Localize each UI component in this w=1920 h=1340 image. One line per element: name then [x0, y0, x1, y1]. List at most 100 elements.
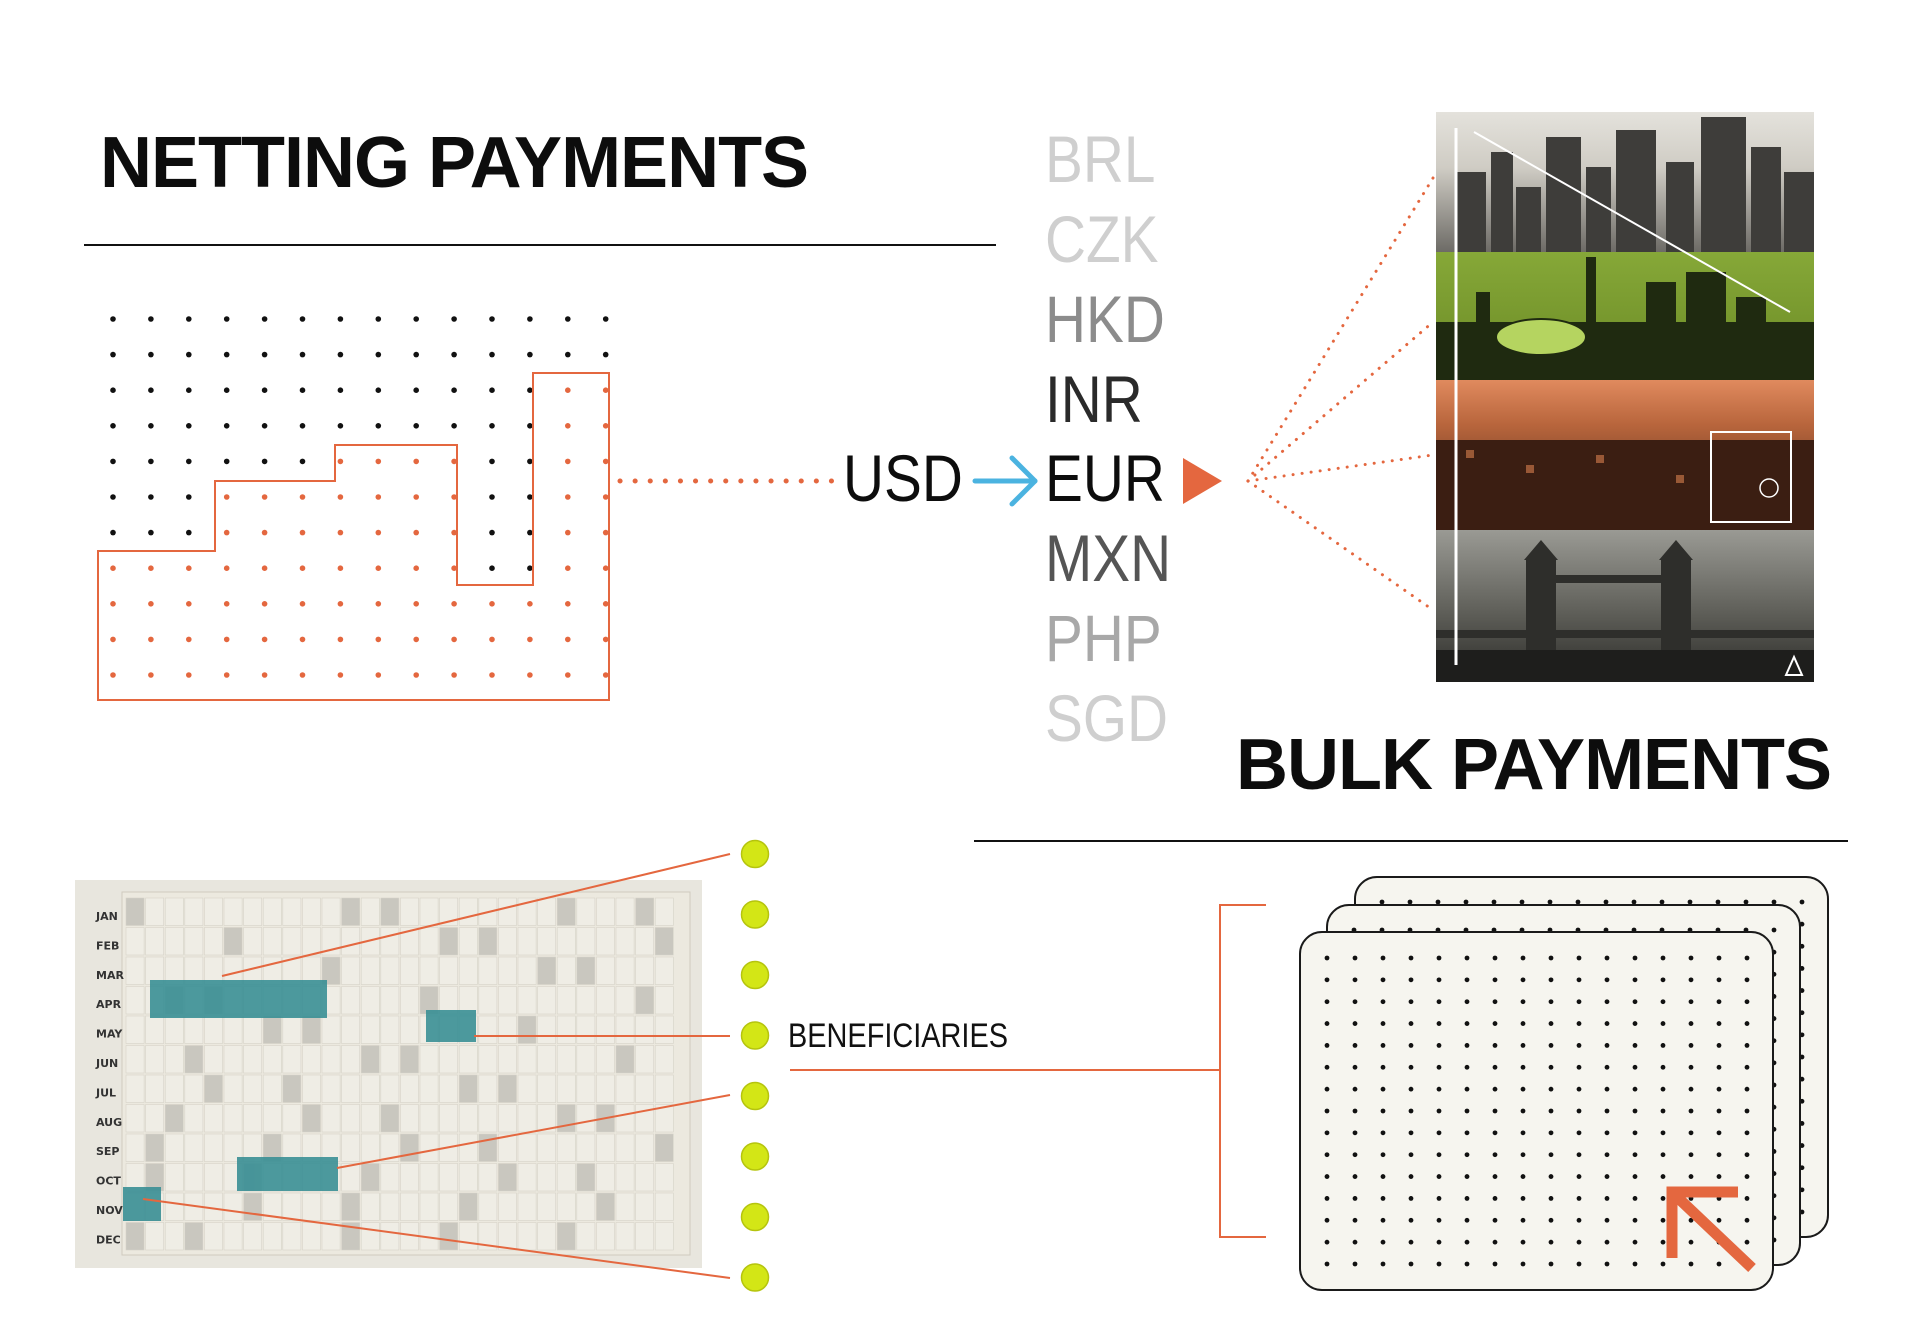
- calendar-cell: [537, 1163, 556, 1192]
- netting-dot: [299, 387, 306, 394]
- calendar-cell: [635, 1192, 654, 1221]
- calendar-cell: [458, 927, 478, 956]
- calendar-cell: [576, 1163, 596, 1192]
- netting-dot: [451, 423, 457, 429]
- calendar-highlight-may: [426, 1010, 476, 1042]
- card-dot: [1436, 1239, 1442, 1245]
- card-dot: [1436, 1217, 1442, 1223]
- calendar-cell: [262, 927, 282, 956]
- calendar-cell: [145, 1163, 165, 1192]
- calendar-cell: [615, 1104, 635, 1133]
- calendar-cell: [654, 986, 674, 1015]
- netting-dot: [299, 529, 306, 536]
- calendar-cell: [164, 1222, 184, 1251]
- netting-dot: [527, 529, 533, 536]
- calendar-cell: [517, 1015, 537, 1044]
- calendar-cell: [576, 986, 596, 1015]
- netting-dot: [527, 565, 533, 571]
- calendar-cell: [537, 1104, 556, 1133]
- calendar-cell: [164, 927, 184, 956]
- calendar-cell: [576, 1222, 596, 1251]
- card-dot: [1576, 1064, 1582, 1070]
- netting-dot: [337, 351, 344, 358]
- netting-dot: [451, 458, 457, 465]
- calendar-highlight-oct: [237, 1157, 338, 1191]
- netting-dot: [110, 351, 116, 358]
- calendar-cell: [458, 986, 478, 1015]
- card-dot: [1632, 1261, 1638, 1267]
- card-dot: [1604, 1108, 1610, 1114]
- netting-dot: [110, 672, 116, 678]
- netting-dot: [602, 672, 609, 678]
- card-dot: [1492, 1174, 1498, 1179]
- calendar-cell: [243, 927, 263, 956]
- calendar-cell: [184, 1045, 204, 1074]
- calendar-cell: [302, 1192, 321, 1221]
- netting-dot: [527, 351, 533, 358]
- calendar-cell: [145, 897, 165, 926]
- calendar-cell: [125, 897, 145, 926]
- currency-inr: INR: [1045, 362, 1143, 436]
- calendar-cell: [458, 1104, 478, 1133]
- netting-dot: [148, 529, 154, 536]
- bulk-divider: [974, 840, 1848, 842]
- fan-connectors: [1246, 176, 1435, 612]
- card-dot: [1352, 1239, 1358, 1245]
- calendar-cell: [302, 927, 321, 956]
- calendar-cell: [360, 1222, 380, 1251]
- card-dot: [1408, 999, 1414, 1005]
- card-dot: [1744, 1152, 1750, 1158]
- netting-dot: [337, 387, 344, 394]
- netting-dot: [186, 672, 192, 678]
- card-dot: [1520, 1043, 1526, 1048]
- calendar-cell: [125, 1163, 145, 1192]
- currency-sgd: SGD: [1045, 681, 1169, 755]
- card-dot: [1632, 1130, 1638, 1136]
- calendar-cell: [635, 986, 654, 1015]
- calendar-cell: [223, 927, 243, 956]
- calendar-cell: [537, 986, 556, 1015]
- netting-dot: [375, 601, 382, 607]
- calendar-cell: [458, 1163, 478, 1192]
- netting-dot: [451, 387, 457, 394]
- netting-dot: [110, 316, 116, 322]
- netting-dot: [299, 601, 306, 607]
- netting-dot: [223, 601, 230, 607]
- card-dot: [1324, 1043, 1330, 1048]
- card-dot: [1688, 1064, 1694, 1070]
- calendar-month-label: FEB: [96, 939, 119, 952]
- card-dot: [1324, 1086, 1330, 1092]
- netting-dot: [565, 387, 571, 394]
- card-dot: [1660, 1152, 1666, 1158]
- beneficiary-dot: [740, 1202, 770, 1232]
- calendar-cell: [164, 1074, 184, 1103]
- netting-dot-grid: [110, 316, 609, 678]
- beneficiary-connectors: [142, 853, 1266, 1279]
- netting-outline: [97, 372, 610, 701]
- card-dot: [1548, 1086, 1554, 1092]
- city-panel-dark: [1436, 530, 1814, 682]
- netting-dot: [186, 601, 192, 607]
- card-dot: [1744, 1196, 1750, 1201]
- netting-dot: [186, 387, 192, 394]
- card-dot: [1408, 1021, 1414, 1026]
- calendar-cell: [223, 1133, 243, 1162]
- calendar-cell: [321, 1074, 341, 1103]
- card-dot: [1352, 955, 1358, 961]
- netting-dot: [602, 458, 609, 465]
- calendar-cell: [125, 927, 145, 956]
- netting-dot: [489, 529, 495, 536]
- calendar-cell: [380, 1222, 400, 1251]
- card-dot: [1716, 1261, 1722, 1267]
- calendar-cell: [478, 927, 498, 956]
- netting-dot: [148, 565, 154, 571]
- card-dot: [1352, 1086, 1358, 1092]
- calendar-cell: [615, 927, 635, 956]
- card-dot: [1408, 1261, 1414, 1267]
- calendar-cell: [654, 897, 674, 926]
- calendar-cell: [282, 897, 302, 926]
- card-dot: [1632, 1174, 1638, 1179]
- calendar-cell: [478, 1163, 498, 1192]
- calendar-cell: [419, 897, 439, 926]
- netting-dot: [223, 494, 230, 500]
